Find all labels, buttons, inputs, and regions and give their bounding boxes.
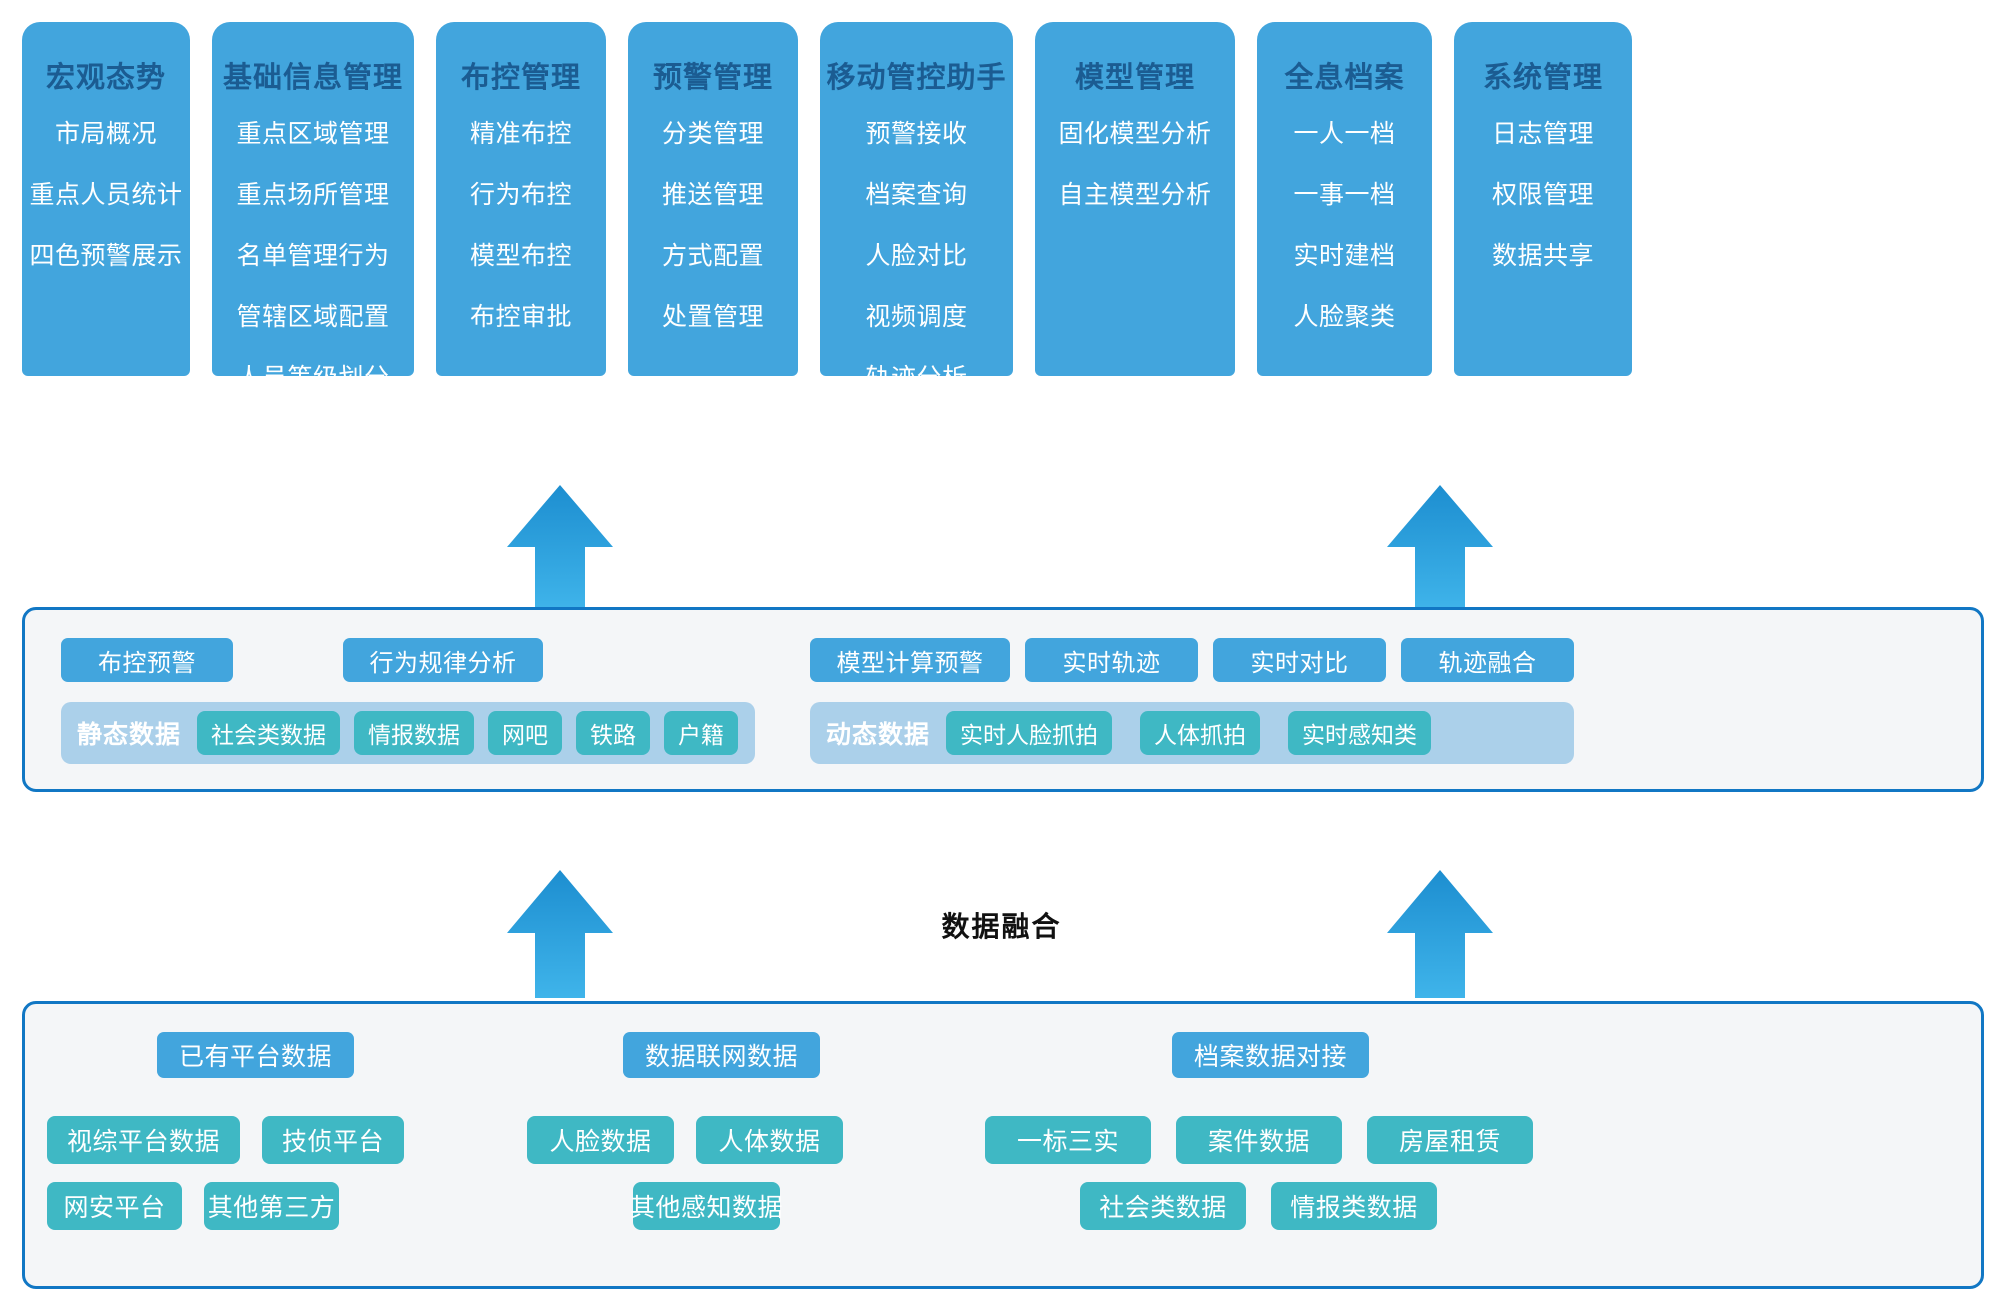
app-column-title: 系统管理 (1482, 62, 1603, 94)
app-column-item[interactable]: 方式配置 (661, 242, 764, 270)
data-type-chip[interactable]: 实时人脸抓拍 (946, 711, 1113, 755)
app-column-title: 模型管理 (1074, 62, 1195, 94)
data-type-chip[interactable]: 铁路 (576, 711, 651, 755)
capability-chip[interactable]: 实时对比 (1213, 638, 1386, 682)
source-group-existing-platform: 已有平台数据 视综平台数据 技侦平台 网安平台 其他第三方 (25, 1004, 625, 1286)
app-column-item[interactable]: 固化模型分析 (1058, 120, 1212, 148)
source-chip[interactable]: 情报类数据 (1271, 1182, 1437, 1230)
app-column-title: 宏观态势 (45, 62, 166, 94)
source-chip-row: 网安平台 其他第三方 (47, 1182, 339, 1230)
app-column-item[interactable]: 重点场所管理 (236, 181, 390, 209)
app-column-item[interactable]: 一人一档 (1293, 120, 1396, 148)
source-chip[interactable]: 技侦平台 (262, 1116, 405, 1164)
source-layer-band: 已有平台数据 视综平台数据 技侦平台 网安平台 其他第三方 数据联网数据 人脸数… (22, 1001, 1984, 1289)
source-group-header[interactable]: 档案数据对接 (1172, 1032, 1370, 1078)
arrow-up-icon-left-to-fusion (507, 870, 613, 998)
app-column-alert-management[interactable]: 预警管理 分类管理 推送管理 方式配置 处置管理 (628, 22, 798, 376)
app-column-mobile-assistant[interactable]: 移动管控助手 预警接收 档案查询 人脸对比 视频调度 轨迹分析 (820, 22, 1013, 391)
app-column-item[interactable]: 自主模型分析 (1058, 181, 1212, 209)
static-data-label: 静态数据 (77, 721, 182, 749)
source-group-archive-docking: 档案数据对接 一标三实 案件数据 房屋租赁 社会类数据 情报类数据 (965, 1004, 1965, 1286)
app-column-item[interactable]: 重点区域管理 (236, 120, 390, 148)
app-column-item[interactable]: 一事一档 (1293, 181, 1396, 209)
data-type-chip[interactable]: 网吧 (488, 711, 563, 755)
app-column-item[interactable]: 管辖区域配置 (236, 303, 390, 331)
app-column-item[interactable]: 人脸对比 (865, 242, 968, 270)
app-column-item[interactable]: 人脸聚类 (1293, 303, 1396, 331)
app-column-item[interactable]: 推送管理 (661, 181, 764, 209)
app-column-basic-info-management[interactable]: 基础信息管理 重点区域管理 重点场所管理 名单管理行为 管辖区域配置 人员等级划… (212, 22, 414, 391)
app-column-title: 基础信息管理 (222, 62, 403, 94)
source-group-header[interactable]: 已有平台数据 (157, 1032, 355, 1078)
source-chip-row: 人脸数据 人体数据 (527, 1116, 843, 1164)
app-column-item[interactable]: 布控审批 (469, 303, 572, 331)
source-chip[interactable]: 房屋租赁 (1367, 1116, 1533, 1164)
application-layer: 宏观态势 市局概况 重点人员统计 四色预警展示 基础信息管理 重点区域管理 重点… (22, 22, 1984, 391)
app-column-item[interactable]: 人员等级划分 (236, 364, 390, 392)
capability-chip[interactable]: 模型计算预警 (810, 638, 1010, 682)
data-type-chip[interactable]: 社会类数据 (197, 711, 341, 755)
source-chip[interactable]: 人体数据 (696, 1116, 843, 1164)
app-column-item[interactable]: 名单管理行为 (236, 242, 390, 270)
source-chip[interactable]: 社会类数据 (1080, 1182, 1246, 1230)
app-column-item[interactable]: 模型布控 (469, 242, 572, 270)
app-column-item[interactable]: 档案查询 (865, 181, 968, 209)
dynamic-data-label: 动态数据 (826, 721, 931, 749)
app-column-item[interactable]: 轨迹分析 (865, 364, 968, 392)
app-column-item[interactable]: 精准布控 (469, 120, 572, 148)
app-column-item[interactable]: 实时建档 (1293, 242, 1396, 270)
app-column-item[interactable]: 视频调度 (865, 303, 968, 331)
app-column-item[interactable]: 处置管理 (661, 303, 764, 331)
app-column-holographic-archive[interactable]: 全息档案 一人一档 一事一档 实时建档 人脸聚类 (1257, 22, 1432, 376)
source-chip-row: 视综平台数据 技侦平台 (47, 1116, 405, 1164)
static-data-panel: 静态数据 社会类数据 情报数据 网吧 铁路 户籍 (61, 702, 755, 764)
app-column-system-management[interactable]: 系统管理 日志管理 权限管理 数据共享 (1454, 22, 1632, 376)
data-type-chip[interactable]: 人体抓拍 (1140, 711, 1261, 755)
source-group-networked-data: 数据联网数据 人脸数据 人体数据 其他感知数据 (505, 1004, 1005, 1286)
source-chip[interactable]: 人脸数据 (527, 1116, 674, 1164)
app-column-title: 移动管控助手 (826, 62, 1007, 94)
source-chip[interactable]: 其他第三方 (204, 1182, 339, 1230)
app-column-item[interactable]: 数据共享 (1491, 242, 1594, 270)
app-column-macro-situation[interactable]: 宏观态势 市局概况 重点人员统计 四色预警展示 (22, 22, 190, 376)
fusion-layer-band: 布控预警 行为规律分析 模型计算预警 实时轨迹 实时对比 轨迹融合 静态数据 社… (22, 607, 1984, 792)
data-fusion-label: 数据融合 (941, 911, 1062, 942)
capability-chip[interactable]: 行为规律分析 (343, 638, 543, 682)
app-column-item[interactable]: 权限管理 (1491, 181, 1594, 209)
capability-chip[interactable]: 轨迹融合 (1401, 638, 1574, 682)
app-column-item[interactable]: 重点人员统计 (29, 181, 183, 209)
capability-chip[interactable]: 实时轨迹 (1025, 638, 1198, 682)
dynamic-data-panel: 动态数据 实时人脸抓拍 人体抓拍 实时感知类 (810, 702, 1574, 764)
data-type-chip[interactable]: 户籍 (664, 711, 739, 755)
source-chip-row: 社会类数据 情报类数据 (1080, 1182, 1437, 1230)
data-type-chip[interactable]: 实时感知类 (1288, 711, 1432, 755)
source-chip[interactable]: 网安平台 (47, 1182, 182, 1230)
app-column-item[interactable]: 分类管理 (661, 120, 764, 148)
app-column-title: 预警管理 (652, 62, 773, 94)
app-column-item[interactable]: 行为布控 (469, 181, 572, 209)
capability-chip[interactable]: 布控预警 (61, 638, 233, 682)
app-column-deployment-control[interactable]: 布控管理 精准布控 行为布控 模型布控 布控审批 (436, 22, 606, 376)
arrow-up-icon-right-to-fusion (1387, 870, 1493, 998)
arrow-up-icon-left-to-apps (507, 485, 613, 610)
app-column-title: 全息档案 (1284, 62, 1405, 94)
app-column-item[interactable]: 预警接收 (865, 120, 968, 148)
source-chip[interactable]: 案件数据 (1176, 1116, 1342, 1164)
app-column-item[interactable]: 四色预警展示 (29, 242, 183, 270)
source-chip-row: 一标三实 案件数据 房屋租赁 (985, 1116, 1533, 1164)
app-column-model-management[interactable]: 模型管理 固化模型分析 自主模型分析 (1035, 22, 1235, 376)
source-chip-row: 其他感知数据 (630, 1182, 783, 1230)
source-group-header[interactable]: 数据联网数据 (623, 1032, 821, 1078)
app-column-item[interactable]: 日志管理 (1491, 120, 1594, 148)
app-column-title: 布控管理 (460, 62, 581, 94)
data-type-chip[interactable]: 情报数据 (354, 711, 475, 755)
app-column-item[interactable]: 市局概况 (54, 120, 157, 148)
arrow-up-icon-right-to-apps (1387, 485, 1493, 610)
source-chip[interactable]: 一标三实 (985, 1116, 1151, 1164)
source-chip[interactable]: 视综平台数据 (47, 1116, 241, 1164)
source-chip[interactable]: 其他感知数据 (630, 1182, 783, 1230)
